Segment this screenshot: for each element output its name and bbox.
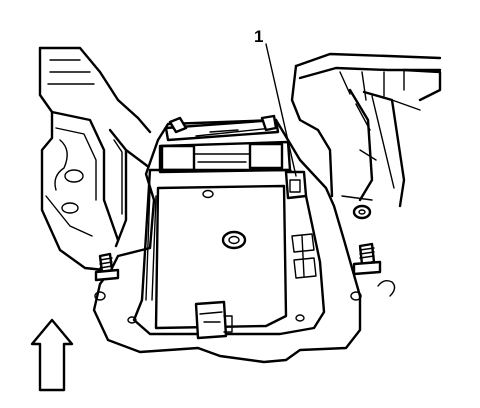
wire-lead bbox=[377, 279, 396, 297]
center-mount-hole bbox=[221, 230, 247, 250]
bottom-tab bbox=[194, 300, 228, 340]
left-stud-bolt bbox=[94, 252, 120, 282]
upper-right-fastener bbox=[352, 204, 372, 220]
callout-1: 1 bbox=[254, 27, 297, 177]
mounting-tray bbox=[92, 114, 362, 364]
right-stud-bolt bbox=[352, 242, 382, 276]
forward-arrow-icon bbox=[30, 318, 74, 392]
callout-label: 1 bbox=[254, 27, 263, 46]
right-body-structure bbox=[290, 52, 442, 208]
left-body-structure bbox=[38, 46, 152, 272]
callout-leader-line bbox=[265, 43, 297, 177]
